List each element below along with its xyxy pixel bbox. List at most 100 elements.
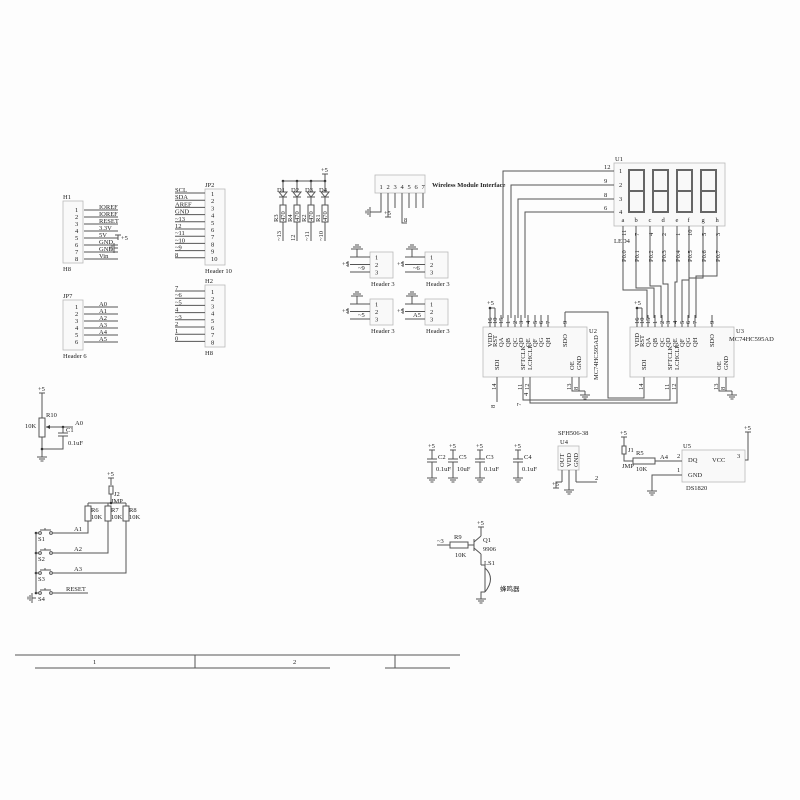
pin-label: GND <box>723 356 730 370</box>
segment-wire <box>635 226 655 318</box>
capacitor-designator: C4 <box>524 454 532 461</box>
ground-icon <box>37 453 47 462</box>
pin-label: VCC <box>712 457 725 464</box>
pin-label: VDD <box>566 453 573 467</box>
net-label: 12 <box>175 223 182 230</box>
pin-number: 9 <box>562 321 569 324</box>
pin-label: QG <box>685 337 692 347</box>
pin-label: RST <box>492 335 499 347</box>
capacitor-icon <box>427 458 437 463</box>
resistor-value: 470 <box>308 211 315 221</box>
pin-label: SDO <box>562 334 569 347</box>
pin-number: 7 <box>211 234 215 241</box>
resistor-value: 470 <box>322 211 329 221</box>
contact <box>38 591 42 595</box>
pin-number: 2 <box>375 309 378 316</box>
pin-number: 1 <box>211 289 214 296</box>
diode-shape <box>305 191 317 198</box>
resistor-designator: R8 <box>129 507 137 514</box>
junction-dot <box>40 447 44 451</box>
pin-number: 8 <box>75 256 78 263</box>
resistor-value: 470 <box>280 211 287 221</box>
pin-label: QG <box>538 337 545 347</box>
push-button-icon <box>38 528 53 535</box>
capacitor-designator: C5 <box>459 454 467 461</box>
net-label: Vin <box>99 253 109 260</box>
segment-wire <box>622 226 648 318</box>
pin-number: 2 <box>75 311 78 318</box>
digit-select-wire <box>524 211 614 318</box>
pin-number: 1 <box>380 184 383 191</box>
net-label: ~6 <box>175 292 183 299</box>
net-label: ~9 <box>358 265 365 272</box>
pin-label: OUT <box>559 454 566 467</box>
pin-number: 2 <box>661 233 668 236</box>
pin-number: 2 <box>619 182 622 189</box>
resistor-designator: R5 <box>636 450 644 457</box>
pin-number: 5 <box>75 235 78 242</box>
jumper-icon <box>108 485 114 495</box>
net-label: 8 <box>404 217 407 224</box>
speaker-designator: LS1 <box>484 560 495 567</box>
pin-label: SFTCLK <box>520 345 527 370</box>
resistor-value: 10K <box>111 514 123 521</box>
pin-number: 13 <box>566 384 573 391</box>
header-footer: Header 3 <box>426 328 450 335</box>
net-label: ~5 <box>175 299 182 306</box>
pin-number: 1 <box>619 168 622 175</box>
power-label: +5 <box>384 210 391 217</box>
ic-designator: U3 <box>736 328 744 335</box>
net-label: 7 <box>175 285 179 292</box>
junction-dot <box>635 306 639 310</box>
pin-number: 6 <box>75 242 79 249</box>
header-designator: H2 <box>205 278 213 285</box>
ir-title: SFH506-38 <box>558 430 588 437</box>
resistor-designator: R1 <box>315 214 322 222</box>
seven-segment-digit <box>652 169 669 213</box>
jumper-icon <box>621 445 627 455</box>
pin-number: 3 <box>375 270 378 277</box>
segment-letter: g <box>702 217 706 224</box>
ground-icon <box>647 487 657 496</box>
power-label: +5 <box>342 308 349 315</box>
contact <box>49 551 53 555</box>
wire <box>571 388 585 392</box>
wire <box>555 481 562 488</box>
pin-number: 8 <box>211 339 214 346</box>
pin-number: 1 <box>211 191 214 198</box>
header-designator: JP7 <box>63 293 73 300</box>
wire <box>481 564 486 568</box>
header-footer: Header 3 <box>426 281 450 288</box>
header-designator: H1 <box>63 194 71 201</box>
header-footer: Header 3 <box>371 328 395 335</box>
pin-number: 2 <box>430 309 433 316</box>
net-label: A3 <box>74 566 82 573</box>
net-label: 7 <box>516 402 523 406</box>
pin-label: QE <box>672 338 679 347</box>
pin-label: SDI <box>641 360 648 370</box>
zone-label: 2 <box>293 659 296 666</box>
capacitor-designator: C3 <box>486 454 494 461</box>
net-label: SDA <box>175 194 188 201</box>
pin-number: 6 <box>685 320 692 324</box>
pin-number: 10 <box>492 318 499 325</box>
net-label: 4 <box>523 392 530 396</box>
ground-icon <box>109 243 118 253</box>
ic-body <box>482 326 588 378</box>
power-label: +5 <box>321 167 328 174</box>
net-label: SCL <box>175 187 187 194</box>
pin-number: 2 <box>211 296 214 303</box>
pin-label: RST <box>639 335 646 347</box>
net-label: RESET <box>66 586 86 593</box>
ic-designator: U2 <box>589 328 597 335</box>
resistor-designator: R3 <box>273 214 280 222</box>
ground-icon <box>476 595 486 604</box>
ground-icon <box>564 486 574 495</box>
pin-label: QE <box>525 338 532 347</box>
net-label: ~6 <box>413 265 421 272</box>
header-footer: Header 3 <box>371 281 395 288</box>
